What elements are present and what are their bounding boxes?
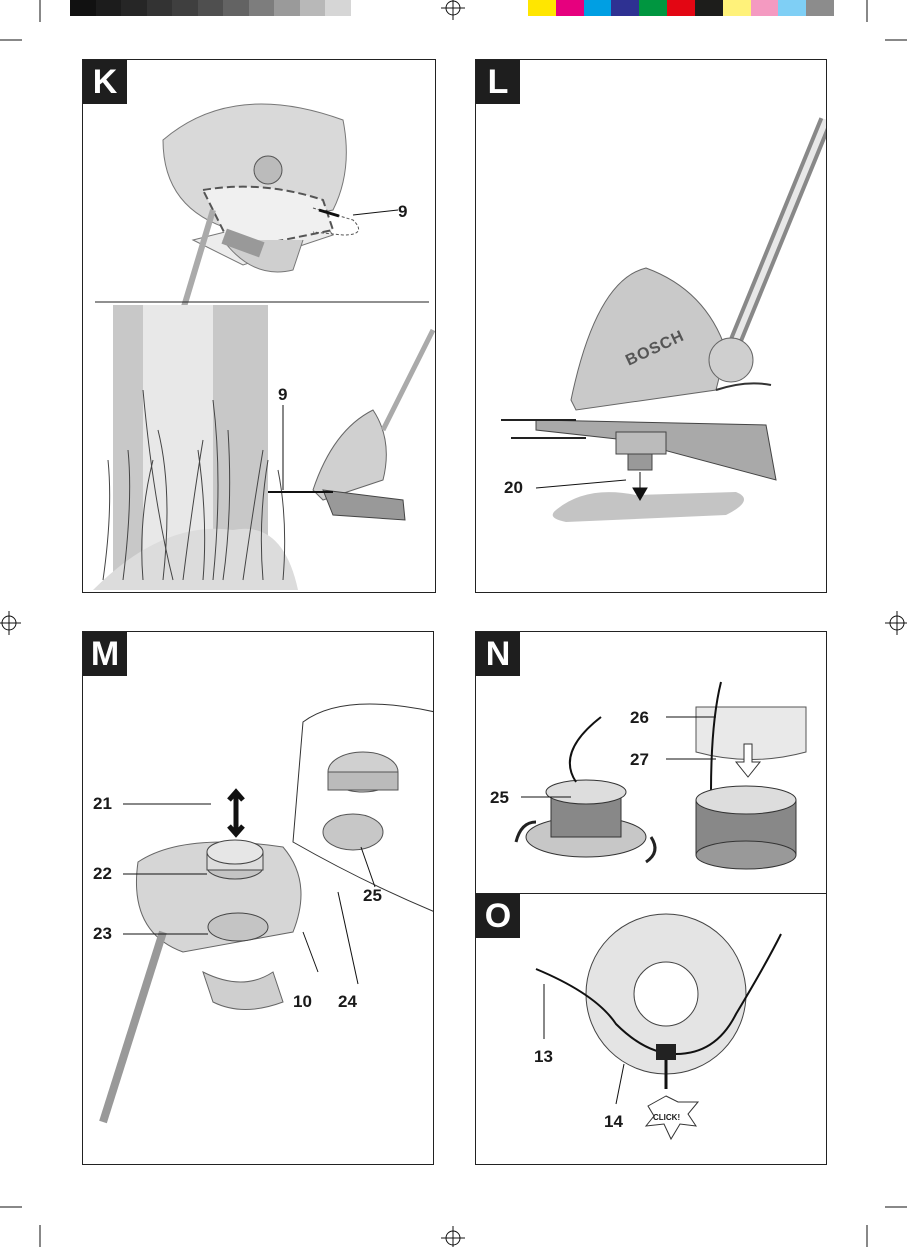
color-swatch bbox=[121, 0, 147, 16]
color-swatch bbox=[639, 0, 668, 16]
color-swatch bbox=[778, 0, 807, 16]
color-swatch bbox=[722, 0, 752, 16]
panel-letter-k: K bbox=[83, 60, 127, 104]
color-swatch bbox=[806, 0, 835, 16]
callout-9-top: 9 bbox=[398, 202, 408, 221]
color-swatch bbox=[223, 0, 249, 16]
click-label: CLICK! bbox=[653, 1113, 681, 1122]
callout-21: 21 bbox=[93, 794, 112, 813]
callout-14: 14 bbox=[604, 1112, 623, 1131]
trimmer-head-illustration bbox=[501, 117, 826, 522]
panel-l: L BOSCH 20 bbox=[475, 59, 827, 593]
panel-letter-n: N bbox=[476, 632, 520, 676]
trimmer-guard-illustration bbox=[93, 103, 435, 590]
callout-25-n: 25 bbox=[490, 788, 509, 807]
spool-removal-illustration bbox=[99, 703, 433, 1124]
panel-letter-o: O bbox=[476, 894, 520, 938]
color-swatch bbox=[750, 0, 779, 16]
color-swatch bbox=[70, 0, 96, 16]
callout-27: 27 bbox=[630, 750, 649, 769]
color-swatch bbox=[197, 0, 224, 16]
callout-25: 25 bbox=[363, 886, 382, 905]
color-swatch bbox=[325, 0, 351, 16]
color-swatch bbox=[667, 0, 696, 16]
callout-13: 13 bbox=[534, 1047, 553, 1066]
color-swatch bbox=[583, 0, 612, 16]
panel-k: K 9 9 bbox=[82, 59, 436, 593]
grayscale-color-bar bbox=[70, 0, 377, 16]
callout-9-bottom: 9 bbox=[278, 385, 288, 404]
color-swatch bbox=[248, 0, 275, 16]
color-swatch bbox=[146, 0, 173, 16]
panel-letter-l: L bbox=[476, 60, 520, 104]
color-swatch bbox=[694, 0, 724, 16]
callout-23: 23 bbox=[93, 924, 112, 943]
color-swatch bbox=[555, 0, 585, 16]
color-swatch bbox=[350, 0, 377, 16]
panel-letter-m: M bbox=[83, 632, 127, 676]
callout-22: 22 bbox=[93, 864, 112, 883]
color-swatch bbox=[528, 0, 557, 16]
callout-20: 20 bbox=[504, 478, 523, 497]
callout-10: 10 bbox=[293, 992, 312, 1011]
line-insertion-illustration bbox=[535, 913, 782, 1141]
color-swatch bbox=[274, 0, 300, 16]
callout-26: 26 bbox=[630, 708, 649, 727]
panel-o: O CLICK! 13 14 bbox=[475, 893, 827, 1165]
spool-cap-illustration bbox=[514, 681, 807, 870]
process-color-bar bbox=[528, 0, 835, 16]
color-swatch bbox=[172, 0, 198, 16]
panel-m: M 21 22 23 10 24 25 bbox=[82, 631, 434, 1165]
color-swatch bbox=[95, 0, 122, 16]
color-swatch bbox=[299, 0, 326, 16]
callout-24: 24 bbox=[338, 992, 357, 1011]
color-swatch bbox=[611, 0, 640, 16]
panel-n: N 26 27 25 bbox=[475, 631, 827, 894]
